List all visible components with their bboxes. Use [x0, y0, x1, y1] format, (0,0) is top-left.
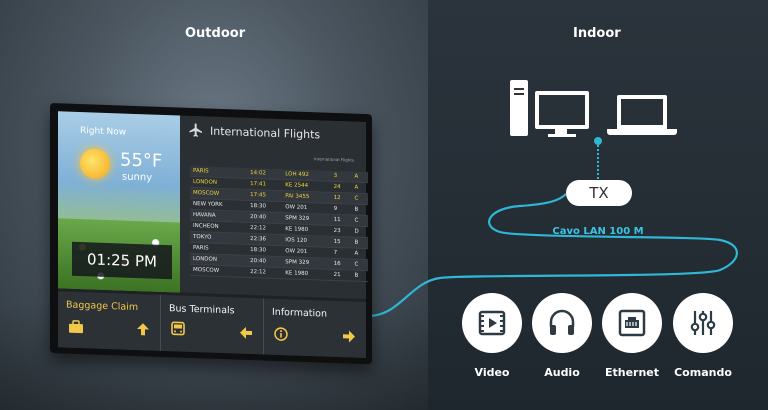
info-icon: [274, 327, 288, 341]
flight-term: C: [351, 215, 368, 227]
display-screen: Right Now 55°F sunny 01:25 PM Internatio…: [58, 111, 368, 359]
monitor-base: [548, 134, 576, 137]
comando-label: Comando: [674, 366, 732, 379]
flights-subtitle: International Flights: [313, 156, 354, 163]
comando-feature: [673, 293, 733, 353]
plane-icon: [188, 122, 204, 139]
flight-gate: 24: [330, 181, 352, 194]
sliders-icon: [687, 307, 719, 339]
sun-icon: [80, 148, 110, 180]
flight-gate: 11: [330, 214, 352, 227]
weather-condition: sunny: [122, 171, 153, 184]
pc-tower-icon: [510, 80, 528, 136]
outdoor-title: Outdoor: [185, 26, 246, 41]
clock: 01:25 PM: [72, 241, 172, 280]
video-icon: [476, 307, 508, 339]
flight-gate: 7: [330, 247, 352, 260]
cable-label: Cavo LAN 100 M: [552, 226, 644, 237]
flight-term: A: [351, 182, 368, 194]
flights-header: International Flights: [188, 122, 358, 144]
flight-term: B: [351, 270, 368, 282]
flight-time: 22:12: [247, 266, 283, 279]
flight-gate: 15: [330, 236, 352, 249]
information-cell: Information: [264, 298, 366, 358]
bus-terminals-cell: Bus Terminals: [161, 294, 264, 355]
flight-term: D: [351, 226, 368, 238]
ethernet-feature: [602, 293, 662, 353]
arrow-left-icon: [239, 326, 253, 340]
flight-gate: 3: [330, 170, 352, 183]
audio-feature: [532, 293, 592, 353]
flights-panel: International Flights International Flig…: [180, 115, 368, 300]
flight-gate: 12: [330, 192, 352, 205]
baggage-claim-label: Baggage Claim: [66, 299, 139, 314]
arrow-up-icon: [136, 322, 150, 336]
monitor-icon: [535, 91, 589, 129]
flights-title: International Flights: [210, 124, 321, 141]
flight-term: C: [351, 193, 368, 205]
headphones-icon: [546, 307, 578, 339]
video-feature: [462, 293, 522, 353]
digital-signage-display: Right Now 55°F sunny 01:25 PM Internatio…: [50, 103, 372, 365]
flight-term: A: [351, 248, 368, 260]
ethernet-label: Ethernet: [604, 366, 660, 379]
bus-terminals-label: Bus Terminals: [169, 303, 235, 317]
briefcase-icon: [68, 320, 84, 335]
ethernet-icon: [616, 307, 648, 339]
information-label: Information: [272, 306, 327, 320]
flight-gate: 9: [330, 203, 352, 216]
dotted-connector: [597, 141, 599, 179]
laptop-base: [607, 129, 677, 135]
flight-gate: 21: [330, 269, 352, 282]
flight-term: A: [351, 171, 368, 183]
flight-gate: 16: [330, 258, 352, 271]
audio-label: Audio: [544, 366, 580, 379]
info-bar: Baggage Claim Bus Terminals Information: [58, 291, 366, 359]
arrow-right-icon: [342, 329, 356, 343]
video-label: Video: [474, 366, 510, 379]
flight-term: B: [351, 204, 368, 216]
bus-icon: [171, 321, 185, 337]
tx-transmitter-badge: TX: [566, 180, 632, 206]
flight-term: C: [351, 259, 368, 271]
baggage-claim-cell: Baggage Claim: [58, 291, 161, 351]
monitor-stand: [555, 129, 567, 134]
laptop-icon: [617, 95, 667, 129]
weather-label: Right Now: [80, 126, 127, 138]
flight-flight: KE 1980: [282, 267, 331, 281]
temperature: 55°F: [120, 149, 163, 172]
flight-term: B: [351, 237, 368, 249]
flight-gate: 23: [330, 225, 352, 238]
flight-city: MOSCOW: [190, 264, 248, 278]
weather-panel: Right Now 55°F sunny 01:25 PM: [58, 111, 180, 293]
indoor-title: Indoor: [573, 26, 621, 41]
